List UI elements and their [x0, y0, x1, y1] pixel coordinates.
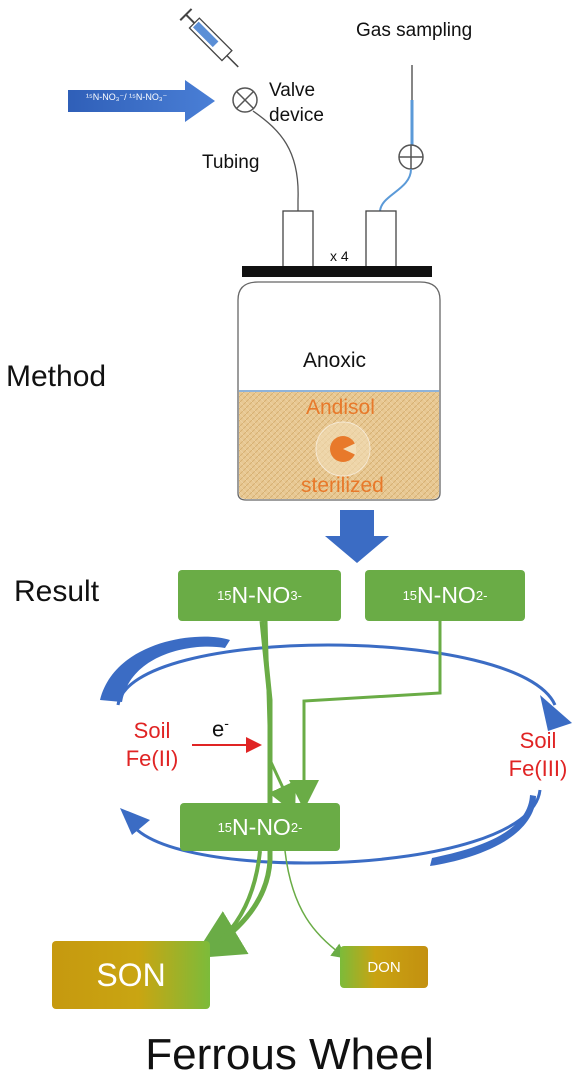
don-pool: DON: [340, 946, 428, 988]
nitrite-mid-sub: 2: [290, 819, 299, 835]
cycle-arc-bottom: [126, 789, 542, 865]
andisol-label: Andisol: [306, 396, 375, 419]
electron-symbol: e: [212, 716, 225, 742]
nitrate-isotope: 15: [217, 588, 232, 603]
soil-fe2-line1: Soil: [133, 718, 171, 743]
ferrous-wheel-title: Ferrous Wheel: [145, 1030, 434, 1079]
path-no3-to-no2: [264, 620, 297, 814]
port-left: [282, 210, 314, 269]
son-pool: SON: [52, 941, 210, 1009]
sterilized-icon: [315, 421, 371, 477]
valve-left-icon: [232, 87, 258, 113]
syringe-icon: [179, 8, 239, 68]
path-no3-to-son: [192, 620, 273, 959]
nitrite-top-main: N-NO: [417, 582, 476, 608]
tubing-line: [252, 110, 299, 265]
nitrite-mid-isotope: 15: [217, 819, 233, 835]
valve-device-label: Valve device: [269, 78, 324, 128]
nitrite-mid-charge: -: [298, 819, 303, 835]
nitrate-sub: 3: [290, 588, 298, 603]
bottle-lid: [242, 266, 432, 277]
port-right: [365, 210, 397, 269]
input-arrow-label: ¹⁵N-NO₃⁻/ ¹⁵N-NO₃⁻: [86, 92, 168, 102]
cycle-arrow-right-head: [540, 695, 572, 731]
soil-fe3-label: Soil Fe(III): [498, 727, 578, 783]
times-four-label: x 4: [330, 248, 349, 264]
nitrate-main: N-NO: [231, 582, 291, 608]
cycle-arc-top: [116, 643, 557, 706]
soil-fe3-line1: Soil: [519, 728, 557, 753]
path-no2-to-son: [210, 850, 262, 950]
down-arrow: [325, 510, 389, 563]
electron-label: e-: [212, 715, 229, 742]
nitrite-top-sub: 2: [475, 588, 484, 603]
nitrite-top-charge: -: [483, 588, 488, 603]
nitrite-top-isotope: 15: [402, 588, 418, 603]
soil-fe2-label: Soil Fe(II): [117, 717, 187, 773]
path-no2top-to-no2mid: [289, 621, 442, 810]
anoxic-label: Anoxic: [303, 349, 367, 372]
path-no2-to-don: [284, 850, 347, 959]
nitrite-mid-main: N-NO: [232, 813, 291, 840]
gas-sampling-label: Gas sampling: [356, 20, 473, 41]
input-arrow: [68, 80, 215, 122]
tubing-label: Tubing: [202, 152, 260, 173]
nitrate-charge: -: [297, 588, 302, 603]
soil-fe2-line2: Fe(II): [125, 746, 179, 771]
soil-fe3-line2: Fe(III): [508, 756, 568, 781]
valve-label-line2: device: [269, 105, 324, 126]
electron-charge: -: [224, 715, 229, 731]
method-label: Method: [6, 360, 107, 393]
result-label: Result: [14, 575, 100, 608]
valve-right-icon: [398, 144, 424, 170]
sterilized-label: sterilized: [301, 474, 384, 497]
valve-label-line1: Valve: [269, 80, 316, 101]
